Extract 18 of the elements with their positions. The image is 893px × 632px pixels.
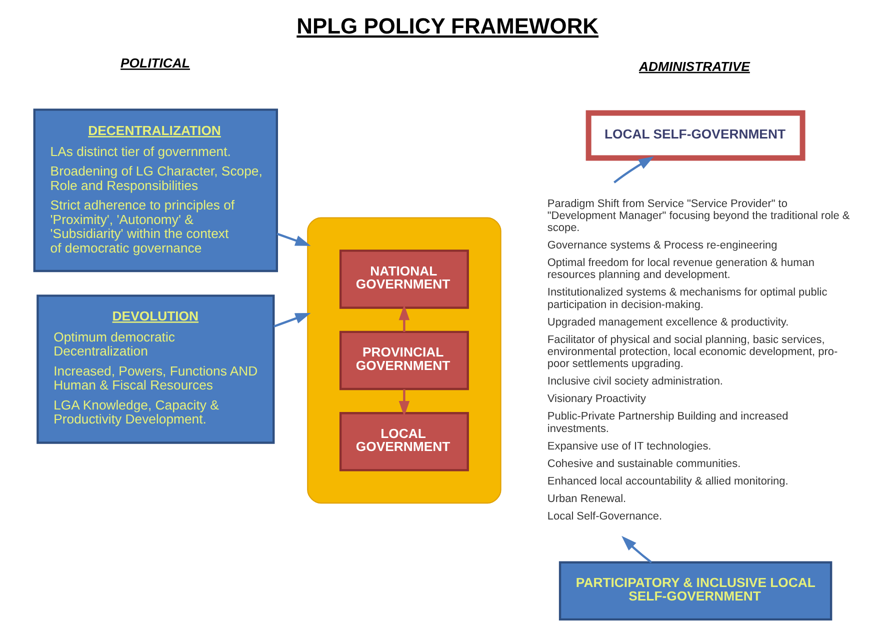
node-box: LOCAL SELF-GOVERNMENT <box>585 110 805 161</box>
arrow <box>398 304 410 332</box>
node-box: LOCAL GOVERNMENT <box>338 412 468 472</box>
cluster <box>306 217 501 504</box>
arrow <box>613 156 654 184</box>
label: ADMINISTRATIVE <box>638 58 750 74</box>
arrow <box>272 312 310 328</box>
node-box: DEVOLUTION Optimum democratic Decentralization Increased, Powers, Functions AND Human & Fiscal Resources LGA Knowledge, Capacity & Productivity Development. <box>36 294 274 444</box>
label: POLITICAL <box>120 56 190 71</box>
diagram-title: NPLG POLICY FRAMEWORK <box>296 13 598 38</box>
node-box: PROVINCIAL GOVERNMENT <box>338 330 468 390</box>
arrow <box>621 536 652 564</box>
arrow <box>276 232 310 246</box>
node-text: Paradigm Shift from Service "Service Provider" to "Development Manager" focusing beyond the traditional role & scope. Governance systems & Process re-engineering Optimal freedom for local revenue generation & human resources planning and development. Institutionalized systems & mechanisms for optimal public participation in decision-making. Upgraded management excellence & productivity. Facilitator of physical and social planning, basic services, environmental protection, local economic development, pro-poor settlements upgrading. Inclusive civil society administration. Visionary Proactivity Public-Private Partnership Building and increased investments. Expansive use of IT technologies. Cohesive and sustainable communities. Enhanced local accountability & allied monitoring. Urban Renewal. Local Self-Governance. <box>546 198 850 523</box>
node-box: DECENTRALIZATION LAs distinct tier of government. Broadening of LG Character, Scope, Role and Responsibilities Strict adherence to principles of 'Proximity', 'Autonomy' & 'Subsidiarity' within the context of democratic governance <box>32 108 278 272</box>
node-box: NATIONAL GOVERNMENT <box>338 250 468 309</box>
node-box: PARTICIPATORY & INCLUSIVE LOCAL SELF-GOVERNMENT <box>558 561 832 621</box>
arrow <box>398 389 410 416</box>
